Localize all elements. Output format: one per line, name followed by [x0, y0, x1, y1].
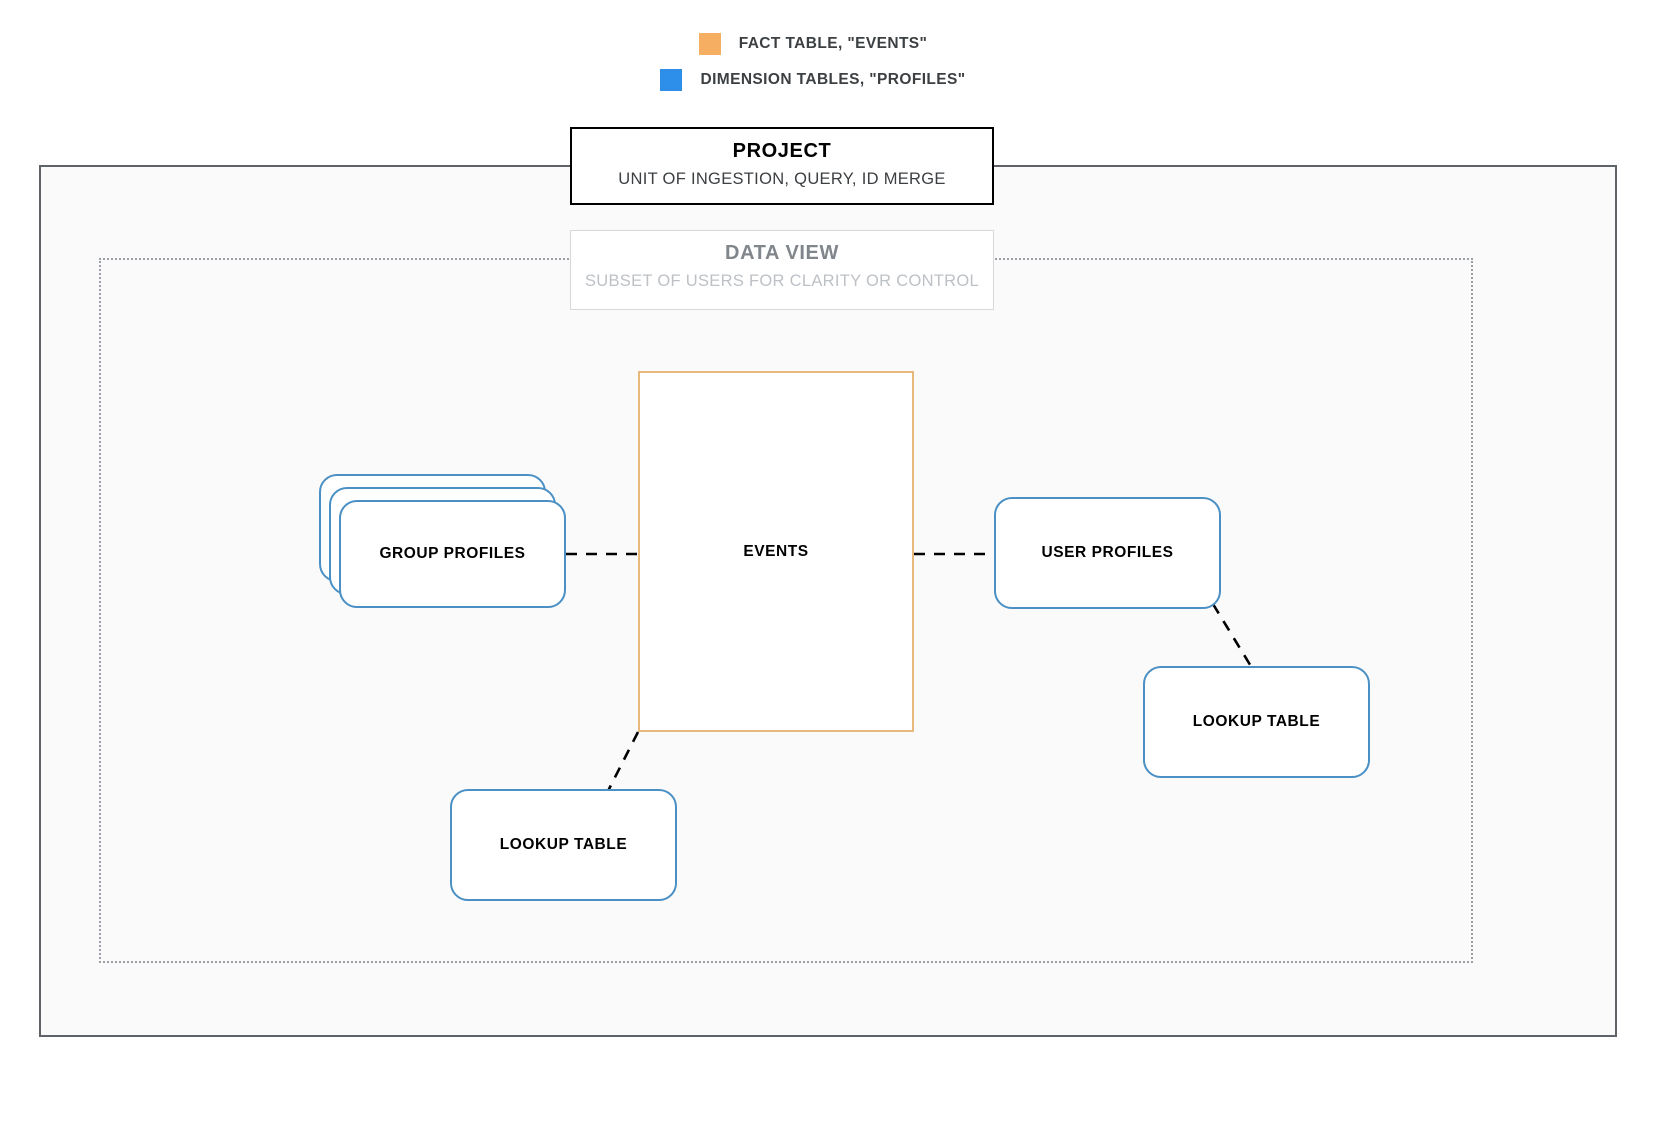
events-node-label: EVENTS: [743, 542, 809, 560]
legend-label-fact-table: FACT TABLE, "EVENTS": [738, 35, 928, 52]
dataview-card: DATA VIEW SUBSET OF USERS FOR CLARITY OR…: [570, 230, 994, 310]
legend-item-dimension-tables: DIMENSION TABLES, "PROFILES": [0, 62, 1664, 98]
lookup-table-right-node[interactable]: LOOKUP TABLE: [1143, 666, 1370, 778]
legend-label-dimension-tables: DIMENSION TABLES, "PROFILES": [700, 71, 966, 88]
project-subtitle: UNIT OF INGESTION, QUERY, ID MERGE: [618, 170, 946, 188]
group-profiles-node-label: GROUP PROFILES: [379, 545, 526, 562]
user-profiles-node-label: USER PROFILES: [1041, 544, 1174, 561]
lookup-table-left-node[interactable]: LOOKUP TABLE: [450, 789, 677, 901]
blue-square-swatch: [660, 69, 683, 91]
events-node[interactable]: EVENTS: [638, 371, 914, 732]
lookup-table-right-node-label: LOOKUP TABLE: [1192, 713, 1321, 730]
project-card: PROJECT UNIT OF INGESTION, QUERY, ID MER…: [570, 127, 994, 205]
group-profiles-node[interactable]: GROUP PROFILES: [339, 500, 566, 608]
orange-square-swatch: [698, 33, 721, 55]
user-profiles-node[interactable]: USER PROFILES: [994, 497, 1221, 609]
dataview-subtitle: SUBSET OF USERS FOR CLARITY OR CONTROL: [584, 272, 980, 290]
lookup-table-left-node-label: LOOKUP TABLE: [499, 836, 628, 853]
legend: FACT TABLE, "EVENTS" DIMENSION TABLES, "…: [0, 26, 1664, 98]
dataview-title: DATA VIEW: [725, 242, 839, 264]
project-title: PROJECT: [732, 140, 832, 162]
legend-item-fact-table: FACT TABLE, "EVENTS": [0, 26, 1664, 62]
